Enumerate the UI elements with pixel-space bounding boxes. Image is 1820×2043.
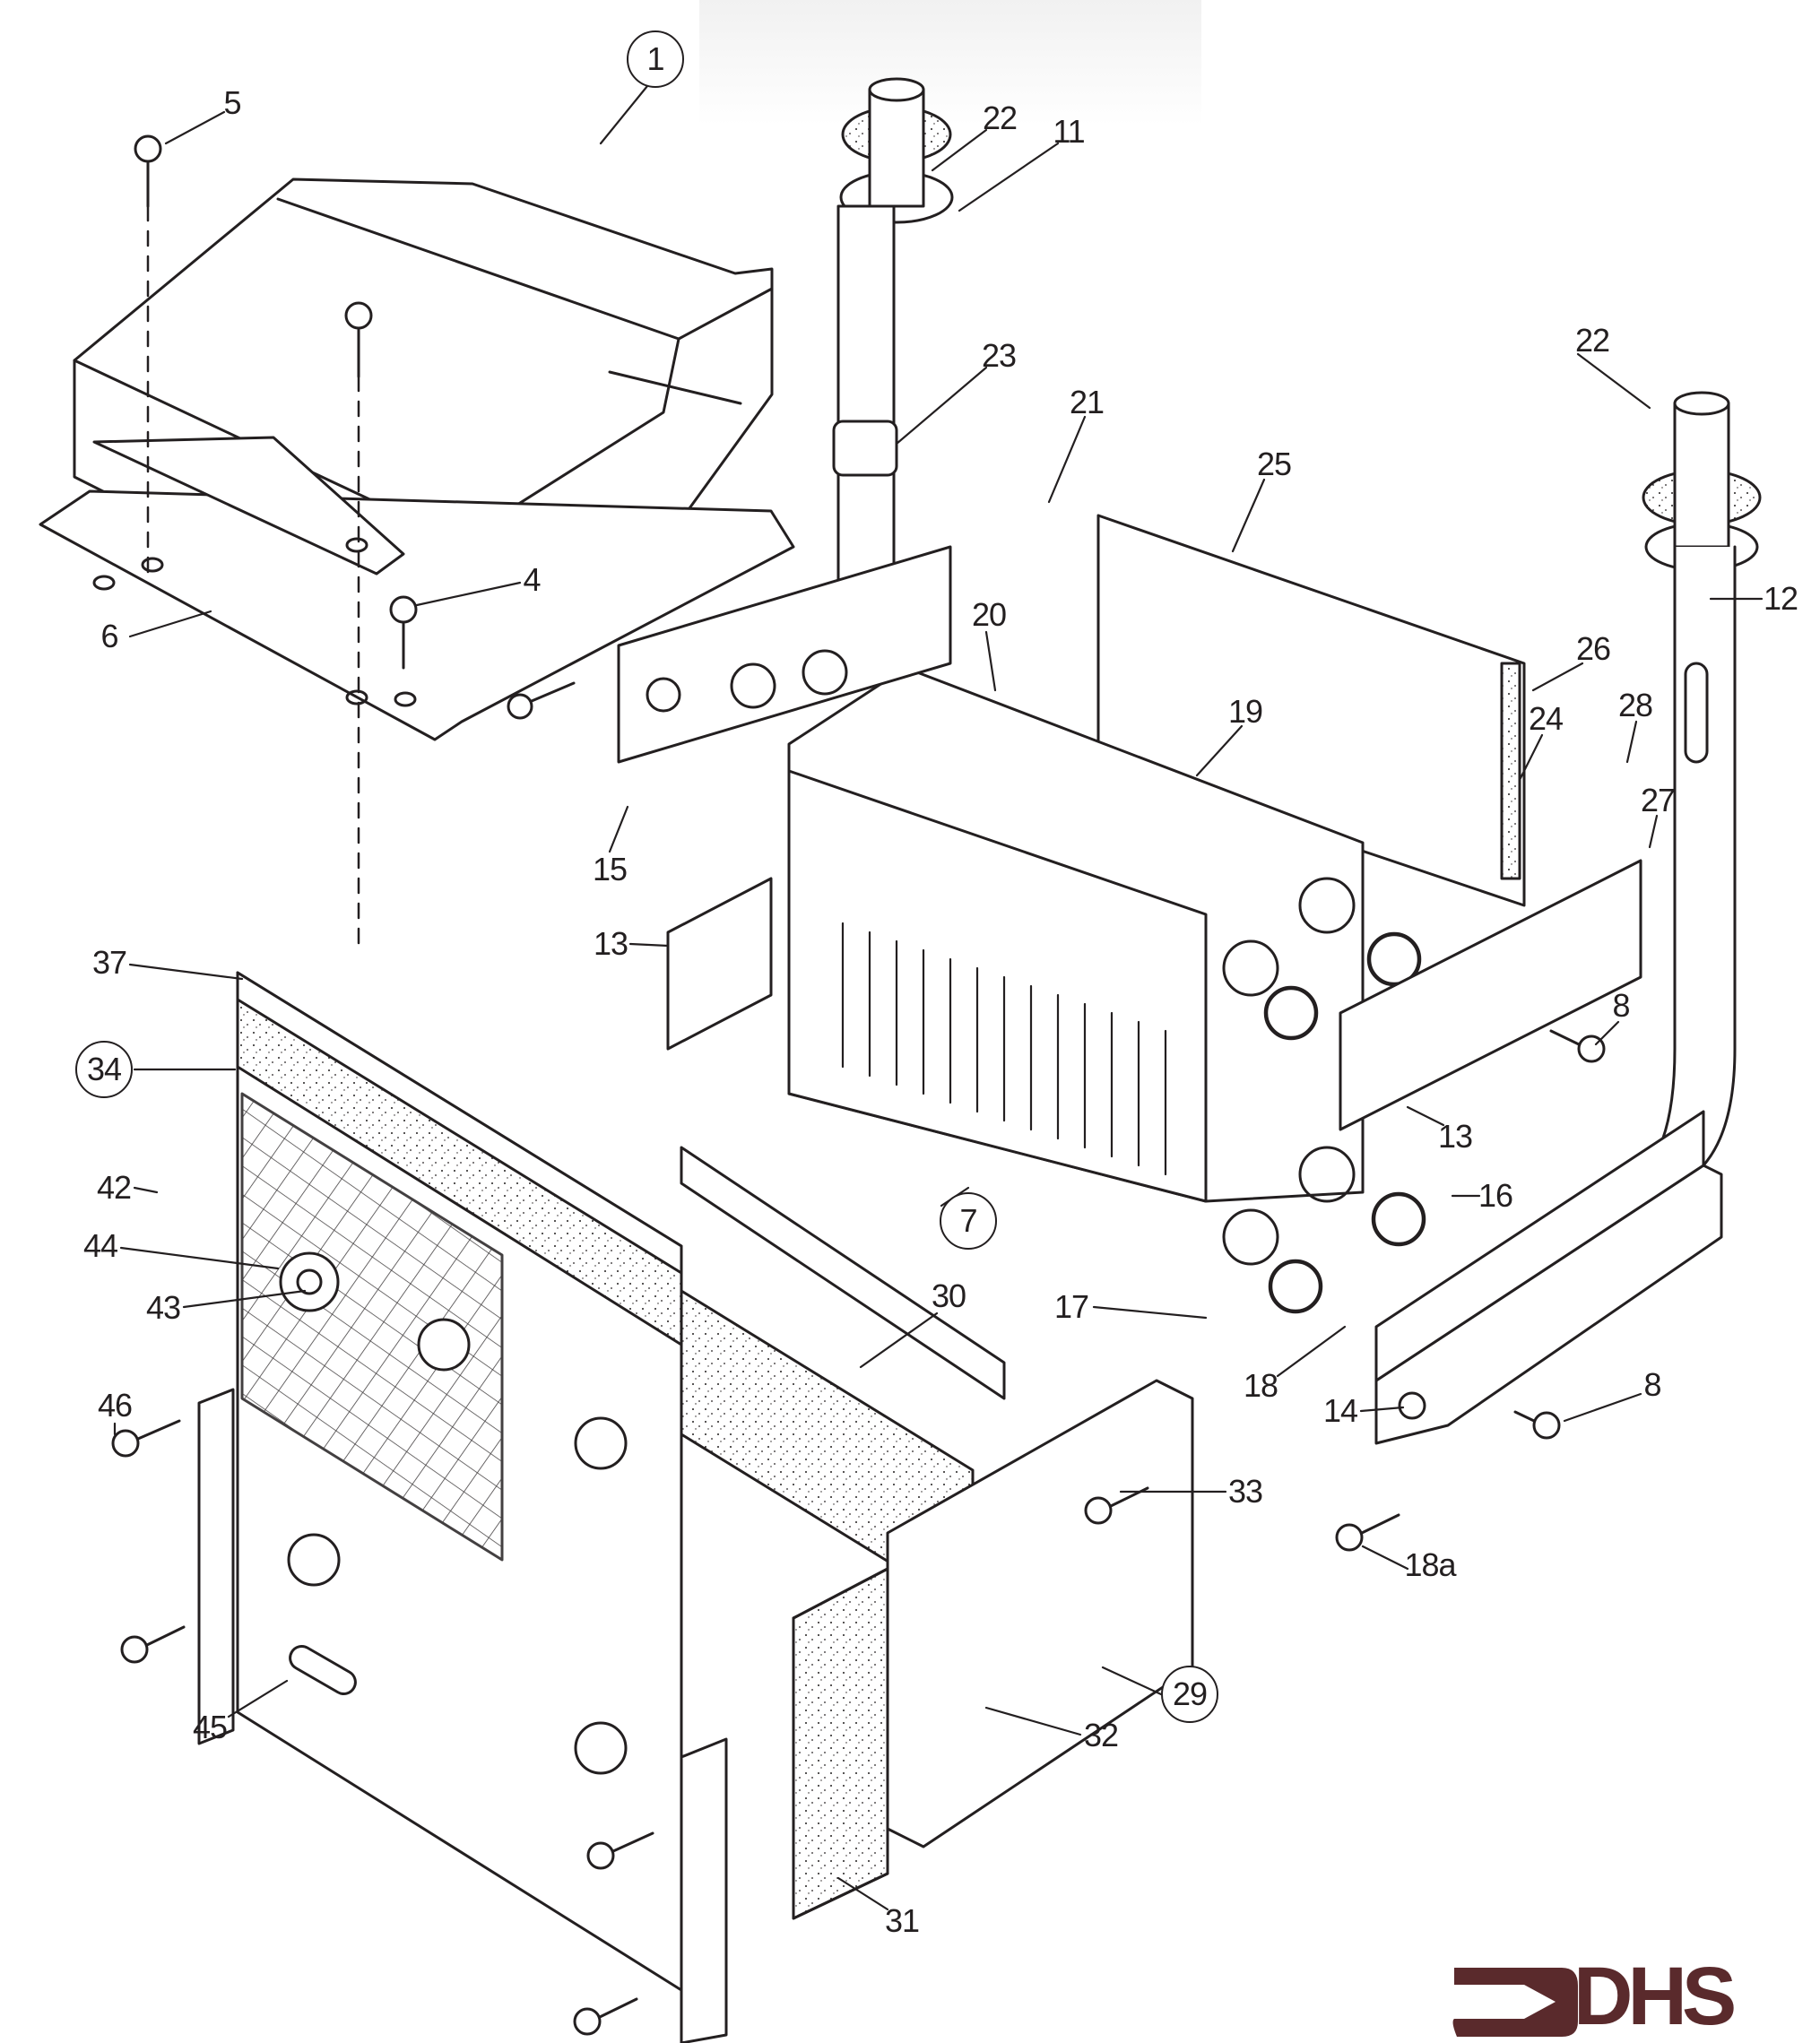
part-label-18: 18: [1243, 1367, 1278, 1404]
part-label-26: 26: [1575, 630, 1611, 667]
part-label-18a: 18a: [1404, 1546, 1456, 1583]
screw-part-8-upper: [1549, 1029, 1606, 1063]
screw-part-46: [111, 1419, 181, 1458]
part-label-30: 30: [931, 1277, 966, 1314]
base-plate-part-6: [39, 436, 795, 741]
flue-pipe-part-12: [1642, 391, 1762, 1167]
leader-lines: [113, 84, 1764, 1911]
part-label-12: 12: [1763, 580, 1798, 617]
part-label-45: 45: [192, 1709, 228, 1745]
part-label-31: 31: [884, 1902, 920, 1939]
part-label-29: 29: [1161, 1666, 1218, 1723]
screw-centre: [344, 301, 373, 952]
part-label-21: 21: [1069, 384, 1105, 420]
part-label-27: 27: [1640, 782, 1676, 818]
side-plate-part-13: [617, 545, 1642, 1131]
part-label-17: 17: [1053, 1288, 1089, 1325]
part-label-13: 13: [593, 925, 628, 962]
front-panel-part-34: [236, 971, 683, 1992]
part-label-7: 7: [940, 1192, 997, 1250]
screw-part-3: [507, 681, 576, 720]
side-panel-part-25: [1096, 514, 1526, 907]
part-label-28: 28: [1617, 687, 1653, 723]
scan-shading: [699, 0, 1201, 126]
manifold-part-14: [1374, 1110, 1723, 1445]
back-plate-part-45: [197, 1388, 728, 2043]
part-label-37: 37: [91, 944, 127, 981]
part-label-13: 13: [1437, 1118, 1473, 1155]
part-label-4: 4: [523, 561, 541, 598]
part-label-24: 24: [1528, 700, 1564, 737]
part-label-43: 43: [145, 1289, 181, 1326]
side-panel-part-29: [792, 1379, 1194, 1920]
part-label-34: 34: [75, 1041, 133, 1098]
flue-pipe-part-11: [832, 77, 954, 584]
part-label-6: 6: [100, 618, 118, 654]
part-label-22: 22: [982, 100, 1018, 136]
dhs-logo-mark: [1452, 1968, 1578, 2037]
part-label-22: 22: [1574, 322, 1610, 359]
screw-part-5: [134, 134, 162, 576]
part-label-15: 15: [592, 851, 628, 887]
part-label-20: 20: [971, 596, 1007, 633]
screw-part-18a: [1335, 1513, 1400, 1552]
screw-bottom-1: [586, 1831, 654, 1870]
part-label-44: 44: [82, 1227, 118, 1264]
logo-text: DHS: [1573, 1951, 1737, 2042]
part-label-8: 8: [1643, 1366, 1661, 1403]
screw-part-8-lower: [1513, 1410, 1561, 1440]
part-label-42: 42: [96, 1169, 132, 1206]
part-label-19: 19: [1227, 693, 1263, 730]
screw-part-4: [389, 595, 418, 670]
heat-exchanger-part-7: [787, 666, 1426, 1314]
dhs-logo: DHS: [1443, 1955, 1784, 2038]
part-label-23: 23: [981, 337, 1017, 374]
part-label-14: 14: [1322, 1392, 1358, 1429]
part-label-33: 33: [1227, 1473, 1263, 1510]
part-label-11: 11: [1053, 113, 1085, 150]
part-label-46: 46: [97, 1387, 133, 1424]
part-label-5: 5: [223, 84, 241, 121]
screw-left-lower: [120, 1625, 186, 1664]
part-label-8: 8: [1612, 987, 1630, 1024]
screw-bottom-2: [573, 1997, 638, 2036]
part-label-1: 1: [627, 30, 684, 88]
part-label-32: 32: [1083, 1717, 1119, 1753]
part-label-25: 25: [1256, 446, 1292, 482]
part-label-16: 16: [1478, 1177, 1513, 1214]
